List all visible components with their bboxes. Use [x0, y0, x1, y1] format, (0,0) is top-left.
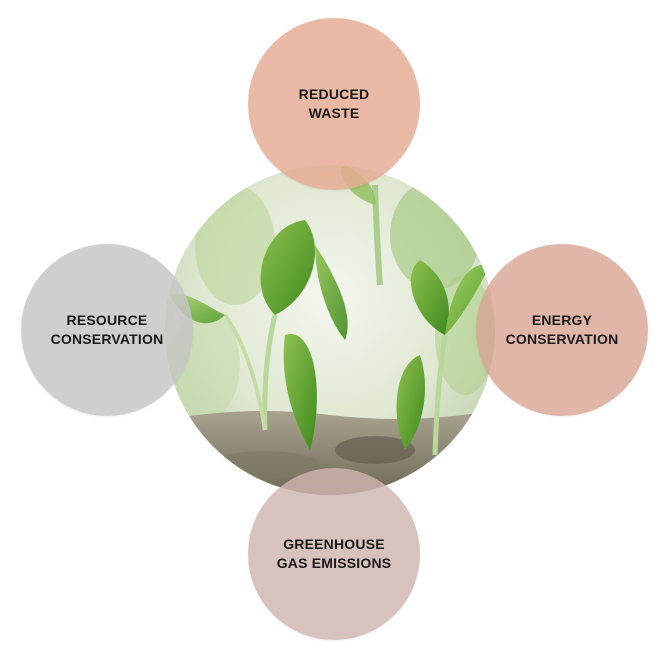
- energy-conservation-label: ENERGY CONSERVATION: [506, 311, 619, 349]
- seedlings-illustration: [165, 165, 495, 495]
- greenhouse-gas-emissions-node: GREENHOUSE GAS EMISSIONS: [248, 468, 420, 640]
- resource-conservation-node: RESOURCE CONSERVATION: [21, 244, 193, 416]
- greenhouse-gas-emissions-label: GREENHOUSE GAS EMISSIONS: [277, 535, 392, 573]
- resource-conservation-label: RESOURCE CONSERVATION: [51, 311, 164, 349]
- energy-conservation-node: ENERGY CONSERVATION: [476, 244, 648, 416]
- reduced-waste-node: REDUCED WASTE: [248, 18, 420, 190]
- seedlings-photo: [165, 165, 495, 495]
- reduced-waste-label: REDUCED WASTE: [299, 85, 370, 123]
